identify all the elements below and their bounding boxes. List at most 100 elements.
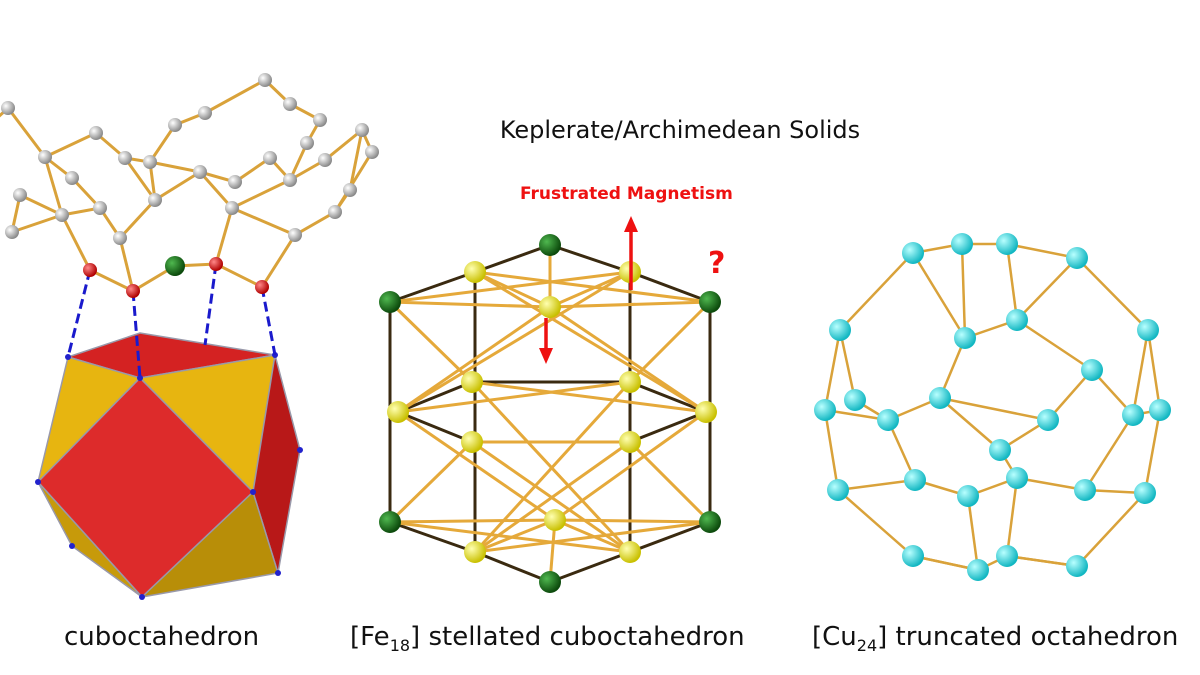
carbon-atom bbox=[365, 145, 379, 159]
oxygen-atom bbox=[255, 280, 269, 294]
dashed-link bbox=[66, 269, 92, 358]
fe-atom-green bbox=[379, 291, 401, 313]
carbon-atom bbox=[300, 136, 314, 150]
dashed-link bbox=[203, 263, 218, 346]
carbon-atom bbox=[258, 73, 272, 87]
oxygen-atom bbox=[83, 263, 97, 277]
carbon-atom bbox=[283, 173, 297, 187]
caption-fe18: [Fe18] stellated cuboctahedron bbox=[350, 622, 745, 655]
fe-atom-yellow bbox=[619, 371, 641, 393]
cu-atom bbox=[827, 479, 849, 501]
vertex bbox=[69, 543, 75, 549]
cu-atom bbox=[996, 233, 1018, 255]
oxygen-atom bbox=[209, 257, 223, 271]
carbon-atom bbox=[118, 151, 132, 165]
cu24-atoms bbox=[814, 233, 1171, 581]
carbon-atom bbox=[38, 150, 52, 164]
vertex bbox=[275, 570, 281, 576]
carbon-atom bbox=[263, 151, 277, 165]
ligand-carbon-atoms bbox=[1, 73, 379, 245]
fe18-bonds bbox=[388, 243, 712, 584]
fe-atom-yellow bbox=[695, 401, 717, 423]
cu-atom bbox=[1122, 404, 1144, 426]
fe-atom-yellow bbox=[619, 541, 641, 563]
cuboctahedron-polyhedron bbox=[37, 332, 301, 598]
cu-atom bbox=[902, 242, 924, 264]
question-mark: ? bbox=[708, 246, 726, 281]
carbon-atom bbox=[168, 118, 182, 132]
caption-fe18-subscript: 18 bbox=[389, 636, 411, 656]
metal-atom-green bbox=[165, 256, 185, 276]
vertex bbox=[250, 489, 256, 495]
face-lower-right-yellow bbox=[141, 491, 279, 598]
fe-atom-yellow bbox=[619, 431, 641, 453]
cu24-bonds bbox=[823, 242, 1162, 572]
carbon-atom bbox=[283, 97, 297, 111]
cu-atom bbox=[1006, 309, 1028, 331]
fe-atom-yellow bbox=[461, 371, 483, 393]
cu-atom bbox=[1137, 319, 1159, 341]
fe-atom-yellow bbox=[464, 261, 486, 283]
vertex bbox=[65, 354, 71, 360]
vertex bbox=[137, 375, 143, 381]
cu-atom bbox=[996, 545, 1018, 567]
cu-atom bbox=[1134, 482, 1156, 504]
cu-atom bbox=[1066, 247, 1088, 269]
carbon-atom bbox=[13, 188, 27, 202]
dashed-links bbox=[66, 263, 277, 379]
vertex bbox=[139, 594, 145, 600]
dashed-link bbox=[260, 286, 277, 356]
cu-atom bbox=[844, 389, 866, 411]
fe-atom-yellow bbox=[544, 509, 566, 531]
carbon-atom bbox=[89, 126, 103, 140]
fe-atom-green bbox=[539, 571, 561, 593]
spin-arrows bbox=[539, 216, 638, 364]
cu-atom bbox=[1074, 479, 1096, 501]
cu-atom bbox=[1037, 409, 1059, 431]
face-lower-left-yellow bbox=[37, 481, 143, 598]
fe-atom-green bbox=[699, 511, 721, 533]
vertex bbox=[297, 447, 303, 453]
ligand-bonds bbox=[0, 78, 374, 293]
cu-atom bbox=[829, 319, 851, 341]
carbon-atom bbox=[198, 106, 212, 120]
cuboctahedron-model bbox=[0, 73, 379, 600]
figure-title: Keplerate/Archimedean Solids bbox=[499, 116, 861, 144]
oxygen-atom bbox=[126, 284, 140, 298]
cu-atom bbox=[902, 545, 924, 567]
carbon-atom bbox=[228, 175, 242, 189]
carbon-atom bbox=[55, 208, 69, 222]
carbon-atom bbox=[355, 123, 369, 137]
cu-atom bbox=[954, 327, 976, 349]
caption-cuboctahedron: cuboctahedron bbox=[64, 622, 260, 652]
carbon-atom bbox=[313, 113, 327, 127]
carbon-atom bbox=[148, 193, 162, 207]
carbon-atom bbox=[93, 201, 107, 215]
cu-atom bbox=[957, 485, 979, 507]
fe-atom-green bbox=[699, 291, 721, 313]
fe-atom-yellow bbox=[387, 401, 409, 423]
carbon-atom bbox=[113, 231, 127, 245]
carbon-atom bbox=[1, 101, 15, 115]
caption-fe18-suffix: ] stellated cuboctahedron bbox=[410, 622, 745, 652]
fe-atom-green bbox=[379, 511, 401, 533]
caption-cu24-suffix: ] truncated octahedron bbox=[877, 622, 1179, 652]
cu-atom bbox=[1149, 399, 1171, 421]
cu-atom bbox=[1066, 555, 1088, 577]
caption-fe18-prefix: [Fe bbox=[350, 622, 390, 652]
carbon-atom bbox=[193, 165, 207, 179]
carbon-atom bbox=[343, 183, 357, 197]
fe-atom-yellow bbox=[464, 541, 486, 563]
fe-atom-yellow bbox=[539, 296, 561, 318]
carbon-atom bbox=[225, 201, 239, 215]
cu24-truncated-octahedron bbox=[814, 233, 1171, 581]
caption-cu24-subscript: 24 bbox=[856, 636, 878, 656]
vertex bbox=[35, 479, 41, 485]
cu-atom bbox=[877, 409, 899, 431]
carbon-atom bbox=[318, 153, 332, 167]
spin-down-arrowhead bbox=[539, 348, 553, 364]
cu-atom bbox=[929, 387, 951, 409]
cu-atom bbox=[1006, 467, 1028, 489]
cu-atom bbox=[967, 559, 989, 581]
